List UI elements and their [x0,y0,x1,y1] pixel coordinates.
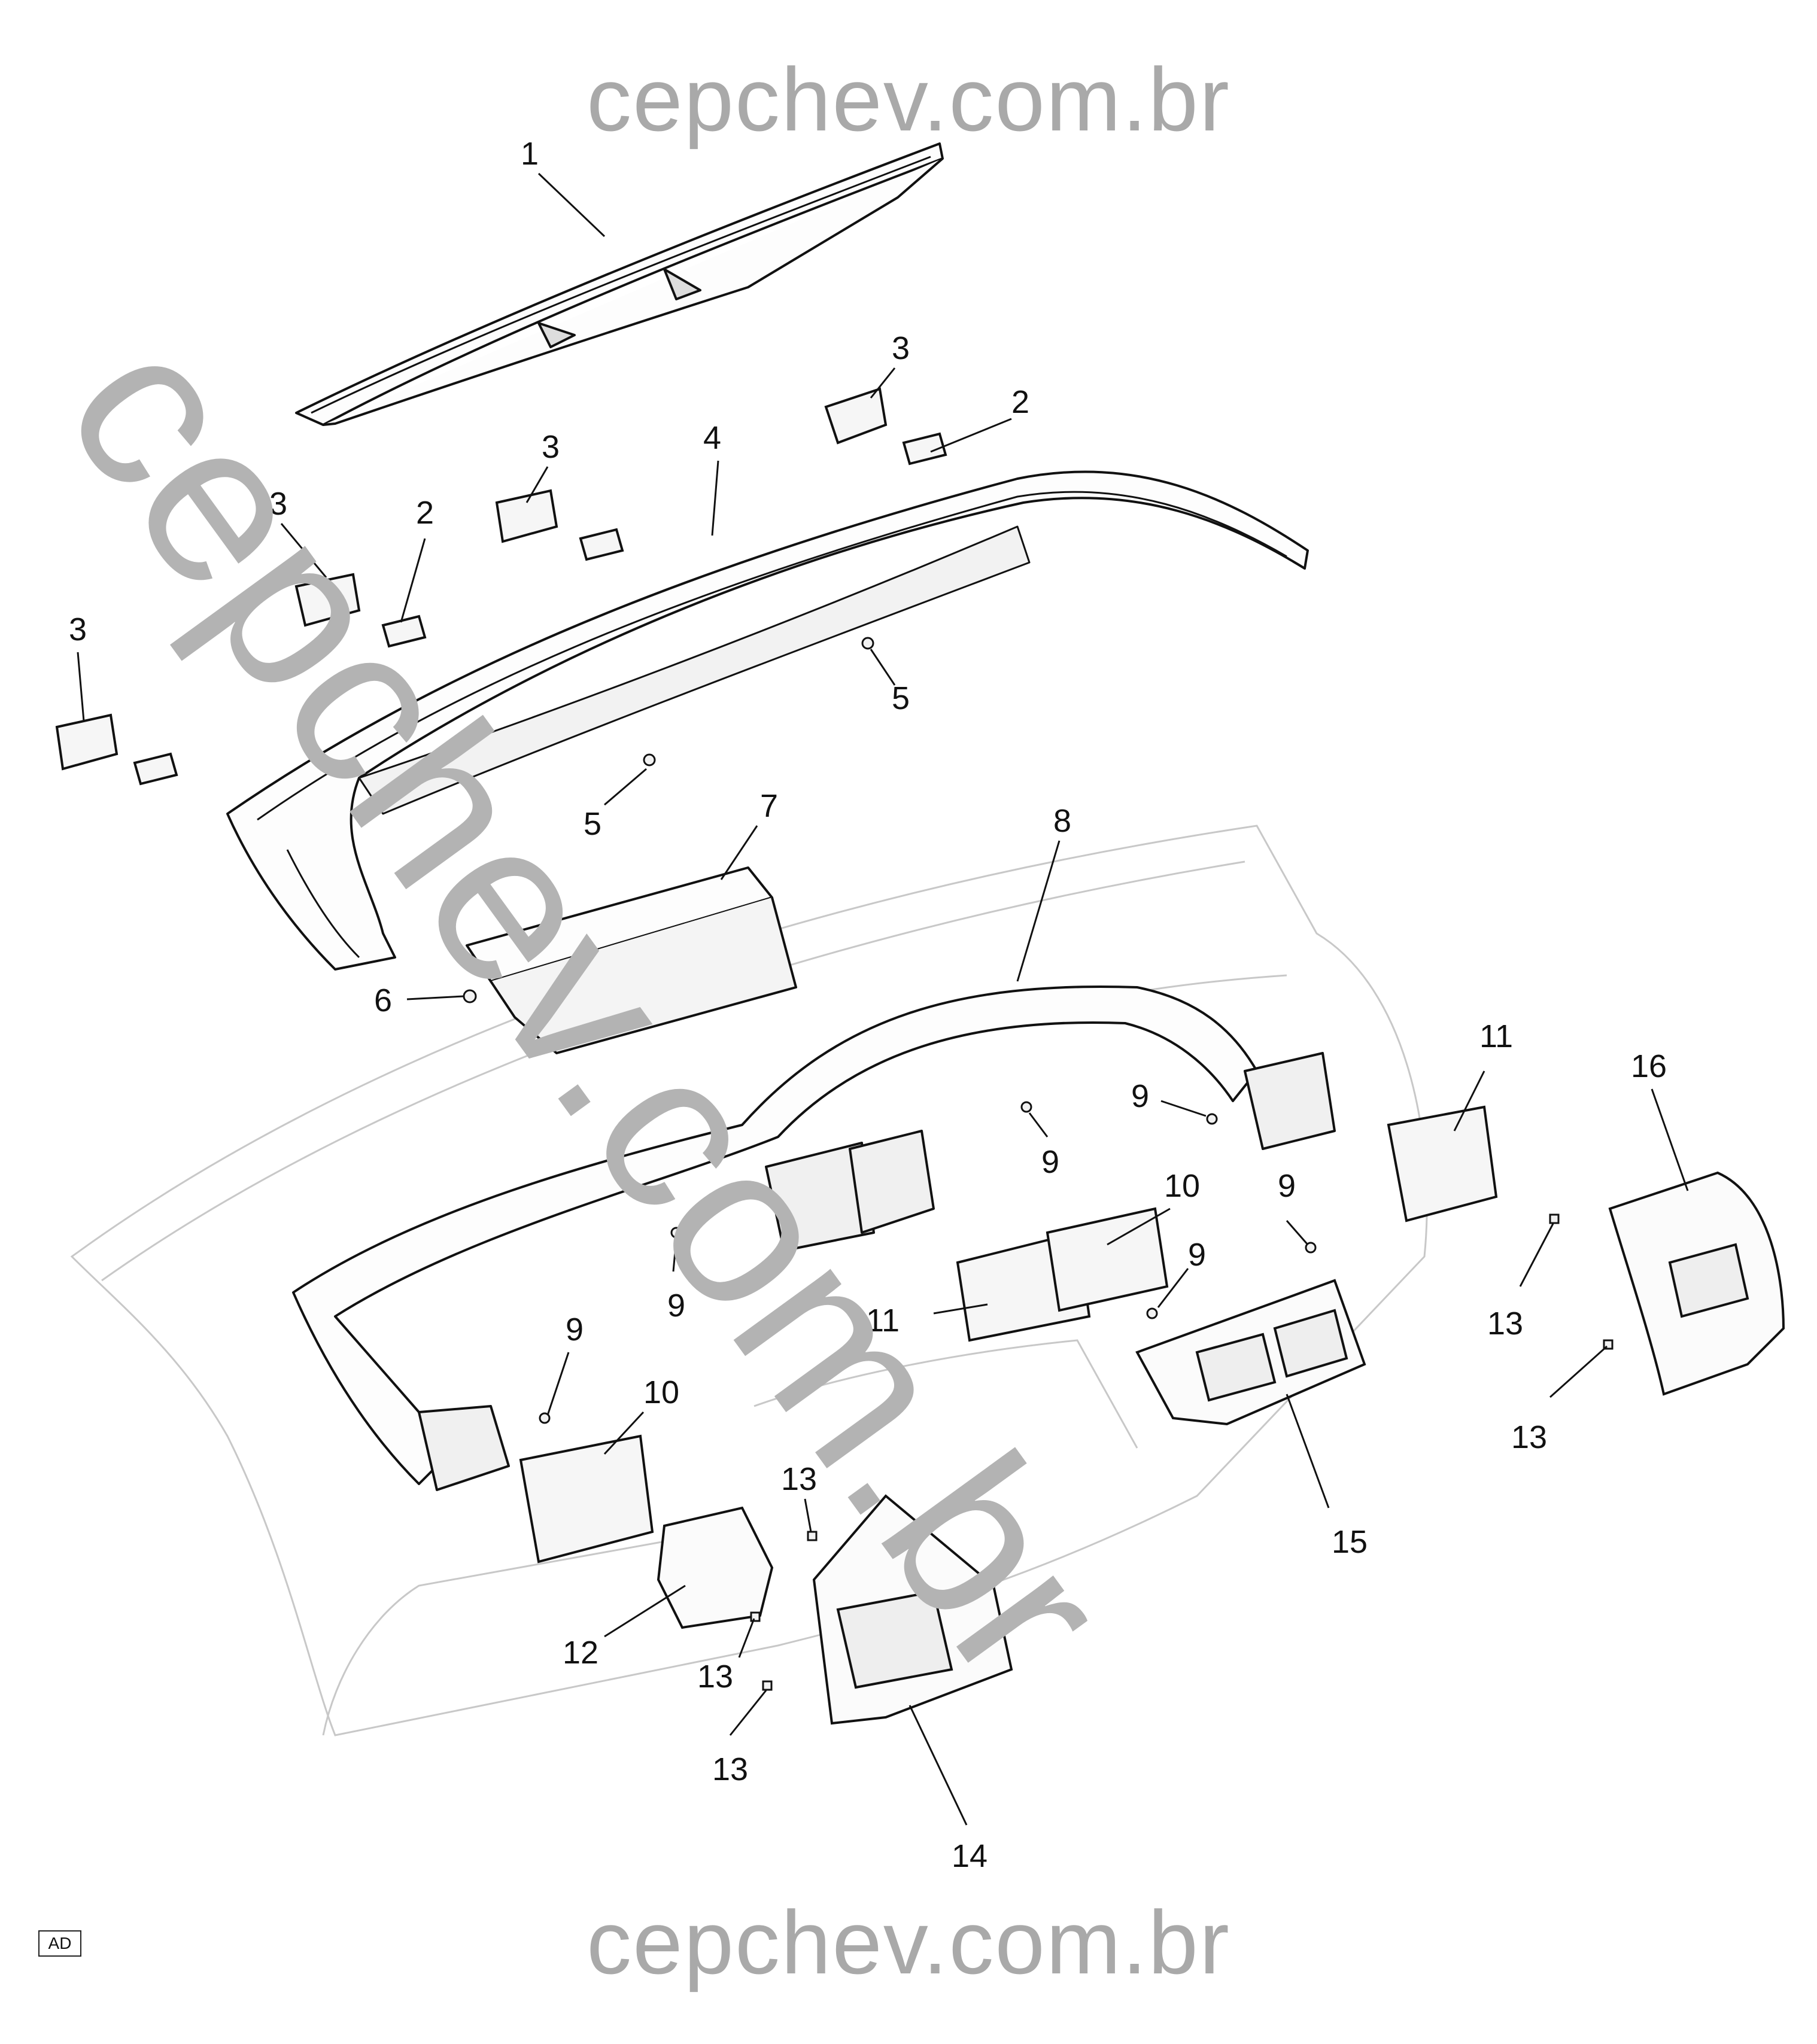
callout-7: 7 [760,788,778,824]
part-8-lower-duct [292,985,1336,1491]
callout-15: 15 [1332,1524,1368,1560]
callout-9b: 9 [1131,1078,1149,1114]
callout-1: 1 [521,136,539,172]
callout-9f: 9 [566,1312,584,1348]
part-15-center-bezel [1135,1279,1366,1426]
callout-13d: 13 [1487,1306,1523,1342]
callout-11b: 11 [866,1303,900,1339]
part-1-defroster-duct [295,142,944,426]
callout-12: 12 [563,1635,598,1671]
callout-3d: 3 [69,612,87,647]
callout-8: 8 [1053,803,1071,839]
callout-2b: 2 [416,495,434,531]
parts-10-11-vents [519,1105,1498,1564]
callout-5a: 5 [892,680,910,716]
callout-10a: 10 [1164,1168,1200,1204]
callout-5b: 5 [584,806,601,842]
callout-13c: 13 [712,1751,748,1787]
watermark-top: cepchev.com.br [587,49,1230,150]
watermark-bottom: cepchev.com.br [587,1892,1230,1993]
callout-11a: 11 [1479,1018,1513,1054]
callout-9c: 9 [1278,1168,1296,1204]
part-4-main-duct [226,470,1309,971]
ad-badge: AD [38,1930,81,1957]
callout-9d: 9 [1188,1237,1206,1273]
callout-14: 14 [952,1838,988,1874]
part-14-left-trim [812,1494,1013,1725]
callout-3a: 3 [892,330,910,366]
callout-3c: 3 [269,486,287,522]
callout-4: 4 [703,420,721,456]
fasteners [463,637,1614,1691]
part-7-outlet-frame [466,866,797,1054]
callout-9e: 9 [667,1288,685,1324]
part-2-clips [133,432,947,786]
callout-13b: 13 [697,1659,733,1695]
part-3-small-outlets [55,387,888,771]
callout-13e: 13 [1511,1419,1547,1455]
callout-3b: 3 [542,429,560,465]
callout-2a: 2 [1011,384,1029,420]
callout-6: 6 [374,983,392,1018]
callout-13a: 13 [781,1461,817,1497]
callout-labels: 1 2 2 3 3 3 3 4 5 5 6 7 8 9 9 9 9 9 9 10… [69,136,1667,1874]
callout-9a: 9 [1041,1144,1059,1180]
part-12-bezel-ring [657,1506,774,1629]
callout-16: 16 [1631,1048,1667,1084]
callout-10b: 10 [643,1374,679,1410]
leader-lines [77,172,1689,1826]
part-16-right-trim [1608,1171,1785,1396]
